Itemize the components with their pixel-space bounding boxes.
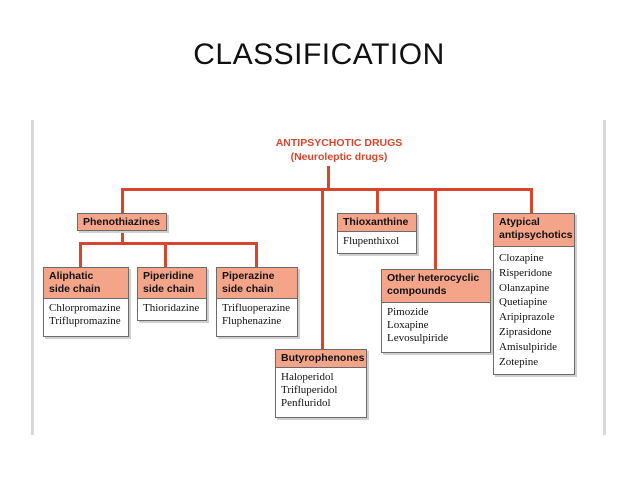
drug-quetiapine: Quetiapine [499, 296, 548, 309]
drug-pimozide: Pimozide [387, 306, 429, 318]
other-heterocyclic-header: Other heterocyclic compounds [381, 269, 491, 303]
thioxanthine-header: Thioxanthine [337, 213, 417, 232]
connector-to-piperidine [164, 242, 167, 268]
connector-to-thioxanthine [376, 188, 379, 214]
other-heterocyclic-label-line-1: Other heterocyclic [387, 272, 480, 284]
drug-olanzapine: Olanzapine [499, 281, 550, 294]
thioxanthine-label: Thioxanthine [343, 216, 409, 228]
phenothiazines-label: Phenothiazines [83, 216, 161, 228]
aliphatic-label-line-2: side chain [49, 283, 101, 295]
piperidine-header: Piperidine side chain [137, 267, 207, 299]
piperazine-header: Piperazine side chain [216, 267, 298, 299]
drug-amisulpiride: Amisulpiride [499, 340, 558, 353]
atypical-label-line-1: Atypical [499, 216, 540, 228]
piperazine-drug-list: Trifluoperazine Fluphenazine [216, 299, 298, 337]
aliphatic-header: Aliphatic side chain [43, 267, 129, 299]
piperidine-drug-list: Thioridazine [137, 299, 207, 321]
piperidine-label-line-1: Piperidine [143, 270, 194, 282]
drug-thioridazine: Thioridazine [143, 302, 200, 314]
drug-fluphenazine: Fluphenazine [222, 315, 282, 327]
connector-to-aliphatic [79, 242, 82, 268]
drug-trifluperidol: Trifluperidol [281, 384, 338, 396]
thioxanthine-drug-list: Flupenthixol [337, 232, 417, 254]
drug-triflupromazine: Triflupromazine [49, 315, 121, 327]
connector-to-atypical [530, 188, 533, 214]
scan-edge-left [31, 120, 34, 435]
piperidine-label-line-2: side chain [143, 283, 195, 295]
root-node: ANTIPSYCHOTIC DRUGS (Neuroleptic drugs) [267, 136, 411, 164]
butyrophenones-drug-list: Haloperidol Trifluperidol Penfluridol [275, 368, 367, 418]
piperazine-label-line-1: Piperazine [222, 270, 275, 282]
slide-title: CLASSIFICATION [193, 38, 445, 71]
drug-flupenthixol: Flupenthixol [343, 235, 400, 247]
connector-root-stem [327, 166, 330, 190]
connector-to-butyrophenones [321, 188, 324, 350]
butyrophenones-label: Butyrophenones [281, 352, 365, 364]
butyrophenones-header: Butyrophenones [275, 349, 367, 368]
scan-edge-right [603, 120, 606, 435]
drug-aripiprazole: Aripiprazole [499, 311, 555, 324]
atypical-header: Atypical antipsychotics [493, 213, 575, 247]
other-heterocyclic-label-line-2: compounds [387, 285, 447, 297]
drug-ziprasidone: Ziprasidone [499, 325, 552, 338]
connector-to-phenothiazines [121, 188, 124, 214]
connector-main-bus [121, 188, 533, 191]
piperazine-label-line-2: side chain [222, 283, 274, 295]
aliphatic-drug-list: Chlorpromazine Triflupromazine [43, 299, 129, 337]
root-title: ANTIPSYCHOTIC DRUGS [275, 137, 403, 149]
drug-risperidone: Risperidone [499, 266, 553, 279]
drug-penfluridol: Penfluridol [281, 397, 331, 409]
connector-to-other-heterocyclic [434, 188, 437, 270]
drug-levosulpiride: Levosulpiride [387, 332, 449, 344]
phenothiazines-node: Phenothiazines [77, 213, 167, 231]
classification-tree: ANTIPSYCHOTIC DRUGS (Neuroleptic drugs) … [31, 120, 606, 435]
other-heterocyclic-drug-list: Pimozide Loxapine Levosulpiride [381, 303, 491, 353]
drug-zotepine: Zotepine [499, 355, 539, 368]
atypical-label-line-2: antipsychotics [499, 229, 573, 241]
root-subtitle: (Neuroleptic drugs) [290, 151, 388, 163]
drug-haloperidol: Haloperidol [281, 371, 334, 383]
connector-to-piperazine [255, 242, 258, 268]
connector-phenothiazines-bus [79, 242, 258, 245]
connector-phenothiazines-stem [121, 230, 124, 244]
drug-loxapine: Loxapine [387, 319, 429, 331]
drug-trifluoperazine: Trifluoperazine [222, 302, 291, 314]
aliphatic-label-line-1: Aliphatic [49, 270, 94, 282]
drug-clozapine: Clozapine [499, 252, 544, 264]
drug-chlorpromazine: Chlorpromazine [49, 302, 121, 314]
atypical-drug-list: Clozapine Risperidone Olanzapine Quetiap… [493, 247, 575, 375]
